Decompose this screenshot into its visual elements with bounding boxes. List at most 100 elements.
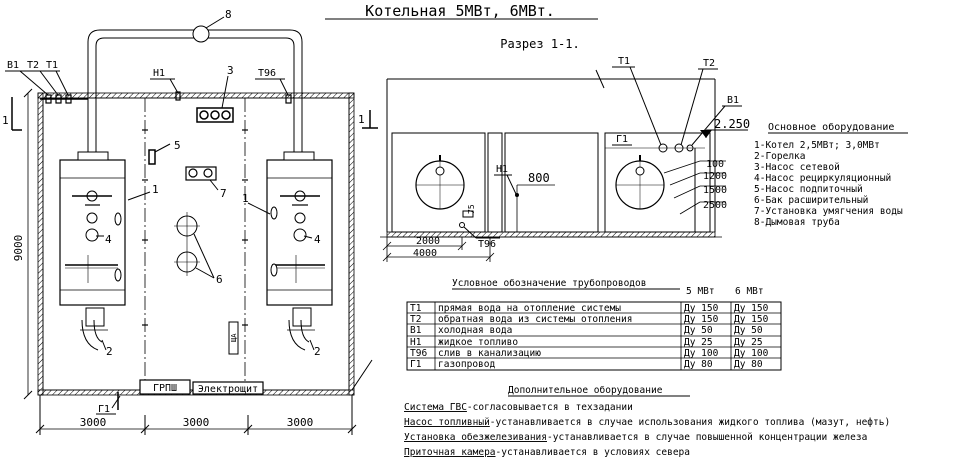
frame-left — [391, 132, 486, 233]
dim-height: 9000 — [12, 235, 25, 262]
plan-label-g1: Г1 — [98, 404, 110, 415]
additional-note-4: Приточная камера-устанавливается в услов… — [404, 447, 690, 458]
callout-2-left: 2 — [106, 345, 113, 358]
dim-width-3: 3000 — [287, 416, 314, 429]
pipe-row: Н1 жидкое топливо Ду 25 Ду 25 — [410, 337, 763, 348]
svg-text:Г1: Г1 — [410, 359, 422, 370]
section-dim-100: 100 — [706, 159, 724, 170]
section-view: Т1 Т2 В1 Г1 2.250 100 1200 1500 2500 — [380, 56, 750, 262]
callout-4-left: 4 — [105, 233, 112, 246]
grp-label: ГРПШ — [153, 383, 177, 394]
section-elevation: 2.250 — [714, 117, 750, 131]
equipment-item-7: 7-Установка умягчения воды — [754, 206, 903, 217]
panel-sha-label: ЩА — [230, 333, 238, 342]
plan-wall-top — [37, 92, 355, 99]
plan-label-t96: Т96 — [258, 68, 276, 79]
callout-1-left: 1 — [152, 183, 159, 196]
svg-text:Ду 50: Ду 50 — [734, 325, 763, 336]
svg-text:Ду 150: Ду 150 — [684, 314, 719, 325]
pipe-row: В1 холодная вода Ду 50 Ду 50 — [410, 325, 763, 336]
section-dim-2000: 2000 — [416, 236, 440, 247]
equipment-item-6: 6-Бак расширительный — [754, 195, 868, 206]
svg-text:Ду 25: Ду 25 — [734, 337, 763, 348]
additional-note-2: Насос топливный-устанавливается в случае… — [404, 417, 890, 428]
section-mark-right: 1 — [358, 113, 365, 126]
svg-text:прямая вода на отопление систе: прямая вода на отопление системы — [438, 303, 621, 314]
plan-label-t1: Т1 — [46, 60, 58, 71]
section-dim-1500: 1500 — [703, 185, 727, 196]
pipe-row: Т2 обратная вода из системы отопления Ду… — [410, 314, 769, 325]
svg-text:Т1: Т1 — [410, 303, 422, 314]
section-label-t2: Т2 — [703, 58, 715, 69]
additional-equipment: Дополнительное оборудование Система ГВС-… — [404, 385, 890, 458]
callout-8: 8 — [225, 8, 232, 21]
equipment-item-1: 1-Котел 2,5МВт; 3,0МВт — [754, 140, 880, 151]
drawing-title: Котельная 5МВт, 6МВт. — [365, 2, 555, 20]
pipes-col-5: 5 МВт — [686, 286, 715, 297]
svg-text:Ду 50: Ду 50 — [684, 325, 713, 336]
callout-2-right: 2 — [314, 345, 321, 358]
svg-text:холодная вода: холодная вода — [438, 325, 512, 336]
additional-note-1: Система ГВС-согласовывается в техзадании — [404, 402, 633, 413]
svg-text:Ду 80: Ду 80 — [734, 359, 763, 370]
svg-text:Ду 150: Ду 150 — [734, 314, 769, 325]
callout-5: 5 — [174, 139, 181, 152]
equipment-item-3: 3-Насос сетевой — [754, 162, 840, 173]
dim-width-2: 3000 — [183, 416, 210, 429]
svg-text:Н1: Н1 — [410, 337, 422, 348]
section-dim-4000: 4000 — [413, 248, 437, 259]
section-label-t96: Т96 — [478, 239, 496, 250]
pipes-table-heading: Условное обозначение трубопроводов — [452, 278, 646, 289]
svg-text:газопровод: газопровод — [438, 359, 495, 370]
svg-text:Ду 100: Ду 100 — [734, 348, 769, 359]
svg-text:слив в канализацию: слив в канализацию — [438, 348, 541, 359]
svg-text:Т96: Т96 — [410, 348, 427, 359]
electro-label: Электрощит — [198, 384, 258, 395]
frame-middle — [504, 132, 599, 233]
callout-8-leader — [205, 16, 225, 29]
plan-wall-left — [37, 92, 44, 396]
svg-text:В1: В1 — [410, 325, 422, 336]
callout-6: 6 — [216, 273, 223, 286]
svg-text:Ду 80: Ду 80 — [684, 359, 713, 370]
boiler-right — [266, 151, 333, 351]
equipment-item-2: 2-Горелка — [754, 151, 805, 162]
plan-view: 8 В1 Т2 Т1 Н1 Т96 1 1 3 — [2, 8, 378, 435]
chimney-fitting — [192, 25, 210, 43]
section-label-g1: Г1 — [616, 134, 628, 145]
section-mark-left: 1 — [2, 114, 9, 127]
section-dim-2500: 2500 — [703, 200, 727, 211]
plan-wall-right — [348, 92, 355, 396]
electro-box — [192, 381, 264, 395]
section-dim-1200: 1200 — [703, 171, 727, 182]
callout-3: 3 — [227, 64, 234, 77]
svg-text:Ду 150: Ду 150 — [734, 303, 769, 314]
pipes-table: Условное обозначение трубопроводов 5 МВт… — [406, 278, 782, 371]
pipe-row: Т96 слив в канализацию Ду 100 Ду 100 — [410, 348, 769, 359]
section-label-t1: Т1 — [618, 56, 630, 67]
svg-text:обратная вода из системы отопл: обратная вода из системы отопления — [438, 314, 632, 325]
panel-sha — [228, 321, 239, 355]
section-title: Разрез 1-1. — [500, 37, 579, 51]
svg-text:Ду 25: Ду 25 — [684, 337, 713, 348]
callout-4-right: 4 — [314, 233, 321, 246]
boiler-left — [59, 151, 126, 351]
svg-text:Т2: Т2 — [410, 314, 421, 325]
dim-width-1: 3000 — [80, 416, 107, 429]
additional-note-3: Установка обезжелезивания-устанавливаетс… — [404, 432, 867, 443]
equipment-heading: Основное оборудование — [768, 121, 894, 133]
frame-right — [604, 132, 711, 233]
plan-label-b1: В1 — [7, 60, 19, 71]
equipment-item-8: 8-Дымовая труба — [754, 217, 840, 228]
svg-text:Ду 150: Ду 150 — [684, 303, 719, 314]
chimney-inner — [95, 37, 295, 160]
svg-text:Ду 100: Ду 100 — [684, 348, 719, 359]
plan-label-t2: Т2 — [27, 60, 39, 71]
equipment-item-4: 4-Насос рециркуляционный — [754, 173, 891, 184]
section-label-b1: В1 — [727, 95, 739, 106]
makeup-pump — [148, 149, 156, 165]
svg-text:жидкое топливо: жидкое топливо — [438, 337, 518, 348]
equipment-list: Основное оборудование 1-Котел 2,5МВт; 3,… — [754, 121, 908, 228]
additional-heading: Дополнительное оборудование — [508, 385, 663, 396]
